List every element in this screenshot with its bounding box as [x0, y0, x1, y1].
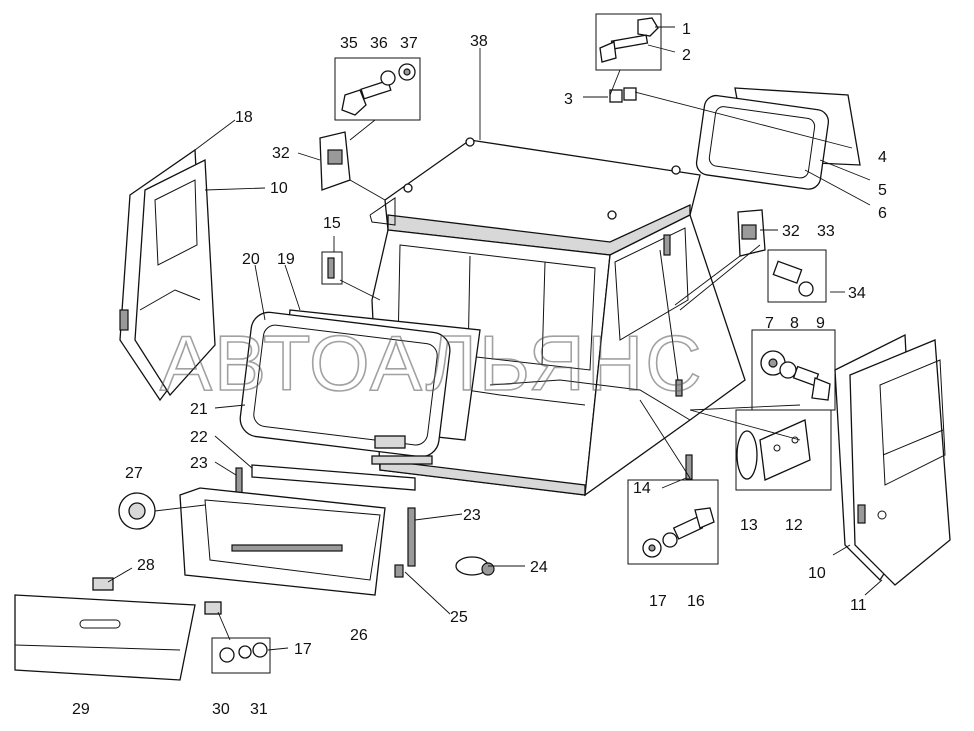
callout-33: 33: [817, 223, 835, 240]
callout-5: 5: [878, 182, 887, 199]
callout-22: 22: [190, 429, 208, 446]
windshield-assembly: [239, 309, 481, 465]
callout-34: 34: [848, 285, 866, 302]
callout-19: 19: [277, 251, 295, 268]
callout-9: 9: [816, 315, 825, 332]
callout-6: 6: [878, 205, 887, 222]
callout-21: 21: [190, 401, 208, 418]
callout-labels: 1 2 3 4 5 6 7 8 9 10 10 11 12 13 14 15 1…: [72, 21, 887, 718]
callout-35: 35: [340, 35, 358, 52]
mount-bolt-set-7-9: [751, 329, 836, 411]
watermark: АВТОАЛЬЯНС: [160, 319, 704, 407]
right-door: [834, 333, 951, 586]
callout-14: 14: [633, 480, 651, 497]
bolt-set-1-2: [595, 13, 662, 103]
callout-27: 27: [125, 465, 143, 482]
callout-20: 20: [242, 251, 260, 268]
callout-4: 4: [878, 149, 887, 166]
lower-panels: [14, 464, 495, 681]
hinge-set-35-37: [319, 57, 421, 191]
callout-1: 1: [682, 21, 691, 38]
callout-29: 29: [72, 701, 90, 718]
hinge-set-32-34: [737, 209, 827, 303]
left-door: [119, 148, 216, 402]
callout-24: 24: [530, 559, 548, 576]
callout-13: 13: [740, 517, 758, 534]
leader-lines: [107, 26, 883, 651]
bolt-set-8-16-17: [627, 454, 719, 565]
callout-10-left: 10: [270, 180, 288, 197]
callout-17-right: 17: [649, 593, 667, 610]
callout-16: 16: [687, 593, 705, 610]
rear-window-assembly: [695, 87, 861, 190]
callout-23-right: 23: [463, 507, 481, 524]
callout-37: 37: [400, 35, 418, 52]
callout-10-right: 10: [808, 565, 826, 582]
callout-17-left: 17: [294, 641, 312, 658]
callout-36: 36: [370, 35, 388, 52]
callout-28: 28: [137, 557, 155, 574]
callout-8-upper: 8: [790, 315, 799, 332]
callout-18: 18: [235, 109, 253, 126]
callout-2: 2: [682, 47, 691, 64]
callout-30: 30: [212, 701, 230, 718]
callout-3: 3: [564, 91, 573, 108]
callout-32-right: 32: [782, 223, 800, 240]
bracket-12-13: [735, 409, 832, 491]
callout-15: 15: [323, 215, 341, 232]
callout-31: 31: [250, 701, 268, 718]
callout-11: 11: [850, 597, 867, 614]
callout-38: 38: [470, 33, 488, 50]
callout-7: 7: [765, 315, 774, 332]
callout-23-left: 23: [190, 455, 208, 472]
callout-12: 12: [785, 517, 803, 534]
callout-26: 26: [350, 627, 368, 644]
callout-32-left: 32: [272, 145, 290, 162]
callout-25: 25: [450, 609, 468, 626]
bracket-15: [321, 251, 343, 285]
